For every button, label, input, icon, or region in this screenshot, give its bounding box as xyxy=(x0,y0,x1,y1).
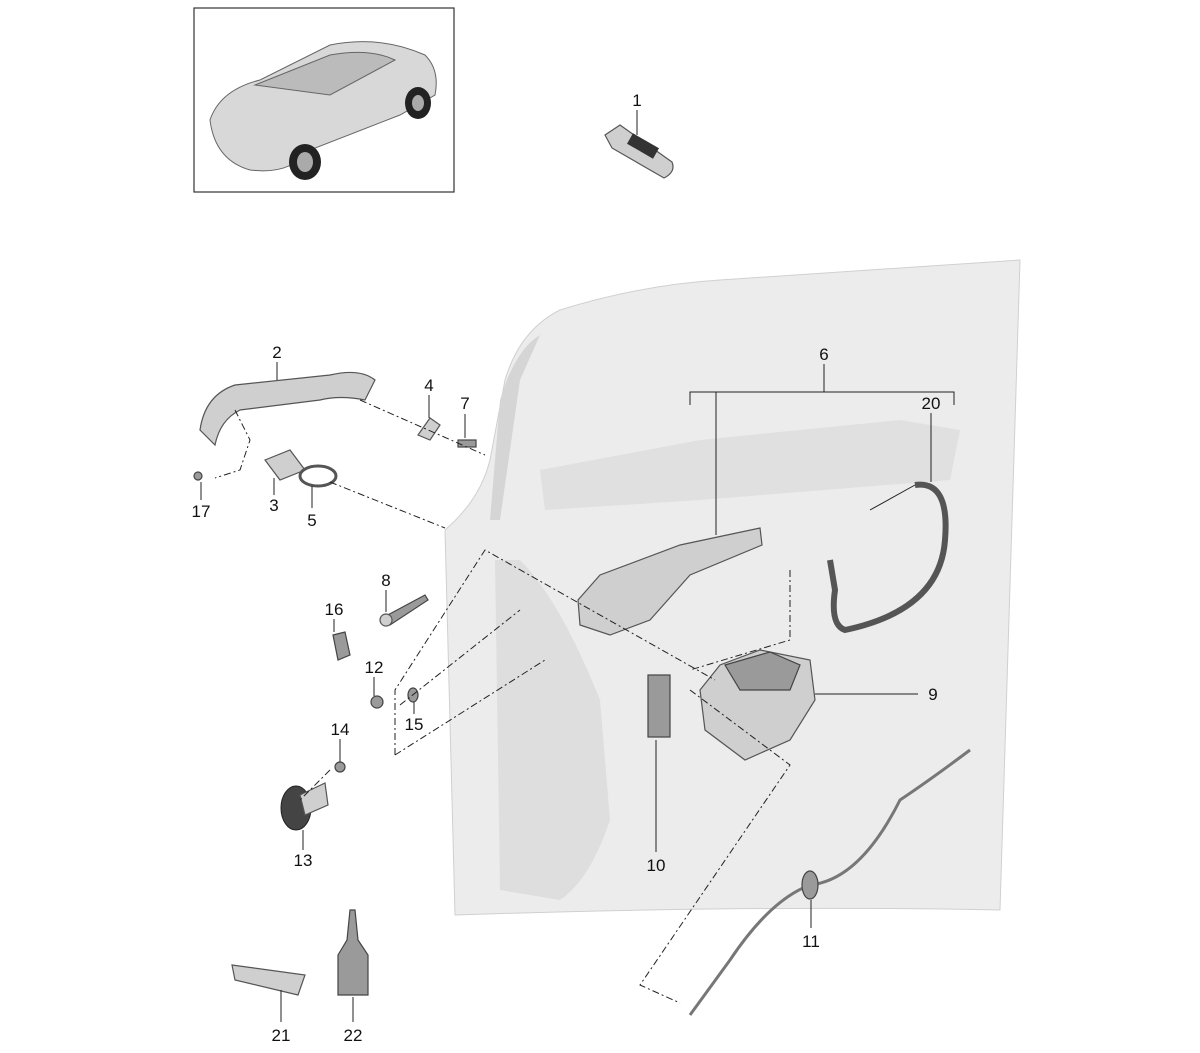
part-2-door-handle xyxy=(199,362,376,447)
part-1-key-fob xyxy=(604,110,674,179)
callout-labels: 1 2 3 4 5 6 7 8 9 10 11 12 13 14 15 16 1… xyxy=(192,91,941,1045)
callout-22: 22 xyxy=(344,1026,363,1045)
part-3-bracket xyxy=(264,449,306,495)
callout-10: 10 xyxy=(647,856,666,875)
callout-12: 12 xyxy=(365,658,384,677)
part-9-door-lock xyxy=(699,649,918,761)
part-14-screw xyxy=(334,739,346,773)
callout-7: 7 xyxy=(460,394,469,413)
callout-9: 9 xyxy=(928,685,937,704)
part-21-grease-tube xyxy=(231,964,306,1022)
part-5-gasket xyxy=(298,464,338,508)
callout-11: 11 xyxy=(802,932,820,951)
part-22-lubricant-bottle xyxy=(337,909,369,1022)
callout-20: 20 xyxy=(922,394,941,413)
part-16-cap xyxy=(332,619,351,661)
callout-8: 8 xyxy=(381,571,390,590)
vehicle-inset xyxy=(193,7,455,193)
callout-14: 14 xyxy=(331,720,350,739)
assembly-lines xyxy=(214,399,791,1004)
part-6-handle-carrier xyxy=(577,364,955,636)
part-8-pin xyxy=(379,590,429,627)
callout-1: 1 xyxy=(632,91,641,110)
part-12-plug xyxy=(370,677,384,709)
callout-4: 4 xyxy=(424,376,433,395)
part-4-seal xyxy=(417,395,441,441)
callout-13: 13 xyxy=(294,851,313,870)
callout-6: 6 xyxy=(819,345,828,364)
part-13-striker xyxy=(280,782,329,850)
callout-5: 5 xyxy=(307,511,316,530)
callout-15: 15 xyxy=(405,715,424,734)
callout-21: 21 xyxy=(272,1026,291,1045)
callout-17: 17 xyxy=(192,502,211,521)
part-7-screw xyxy=(457,414,477,448)
part-11-release-cable xyxy=(688,748,971,1016)
callout-3: 3 xyxy=(269,496,278,515)
door-shell xyxy=(444,259,1021,916)
callout-16: 16 xyxy=(325,600,344,619)
part-17-screw xyxy=(193,471,203,500)
part-10-cover xyxy=(647,674,671,852)
part-20-bowden-cable xyxy=(827,413,949,634)
callout-2: 2 xyxy=(272,343,281,362)
